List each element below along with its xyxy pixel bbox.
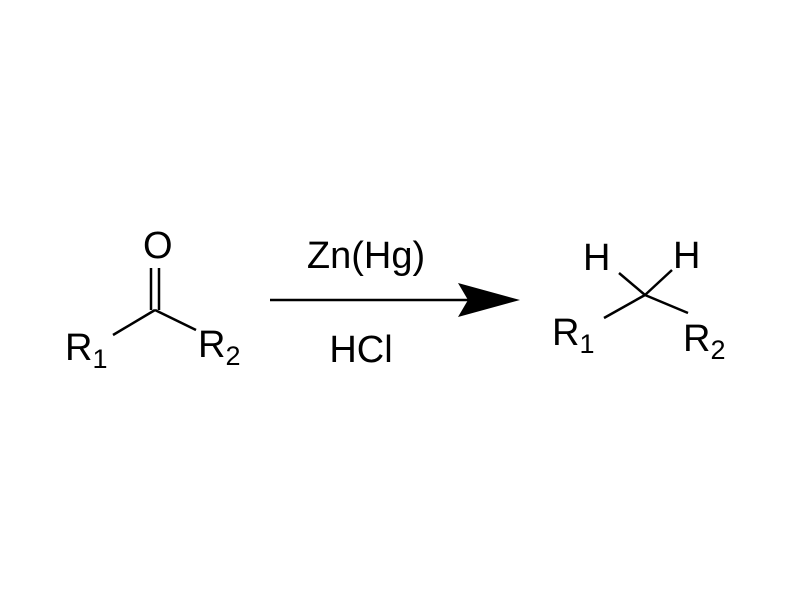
bond-c-r2 [644,293,689,315]
product-alkane: H H R1 R2 [552,235,725,365]
bond-c-r1 [112,308,156,337]
h-right-label: H [673,235,700,277]
product-r1-label: R1 [552,312,594,359]
bond-c-r2 [154,308,197,332]
reagent-above: Zn(Hg) [307,235,425,277]
h-left-label: H [583,237,610,279]
arrow-head [458,283,520,317]
bond-c-h-left [618,272,646,296]
r1-label: R1 [65,327,107,374]
reactant-ketone: O R1 R2 [65,225,240,374]
product-r2-label: R2 [683,318,725,365]
reagent-below: HCl [329,329,392,371]
bond-c-h-right [644,269,673,296]
reaction-arrow: Zn(Hg) HCl [270,235,520,371]
r2-label: R2 [198,324,240,371]
bond-c-r1 [603,293,646,320]
oxygen-label: O [143,225,173,267]
